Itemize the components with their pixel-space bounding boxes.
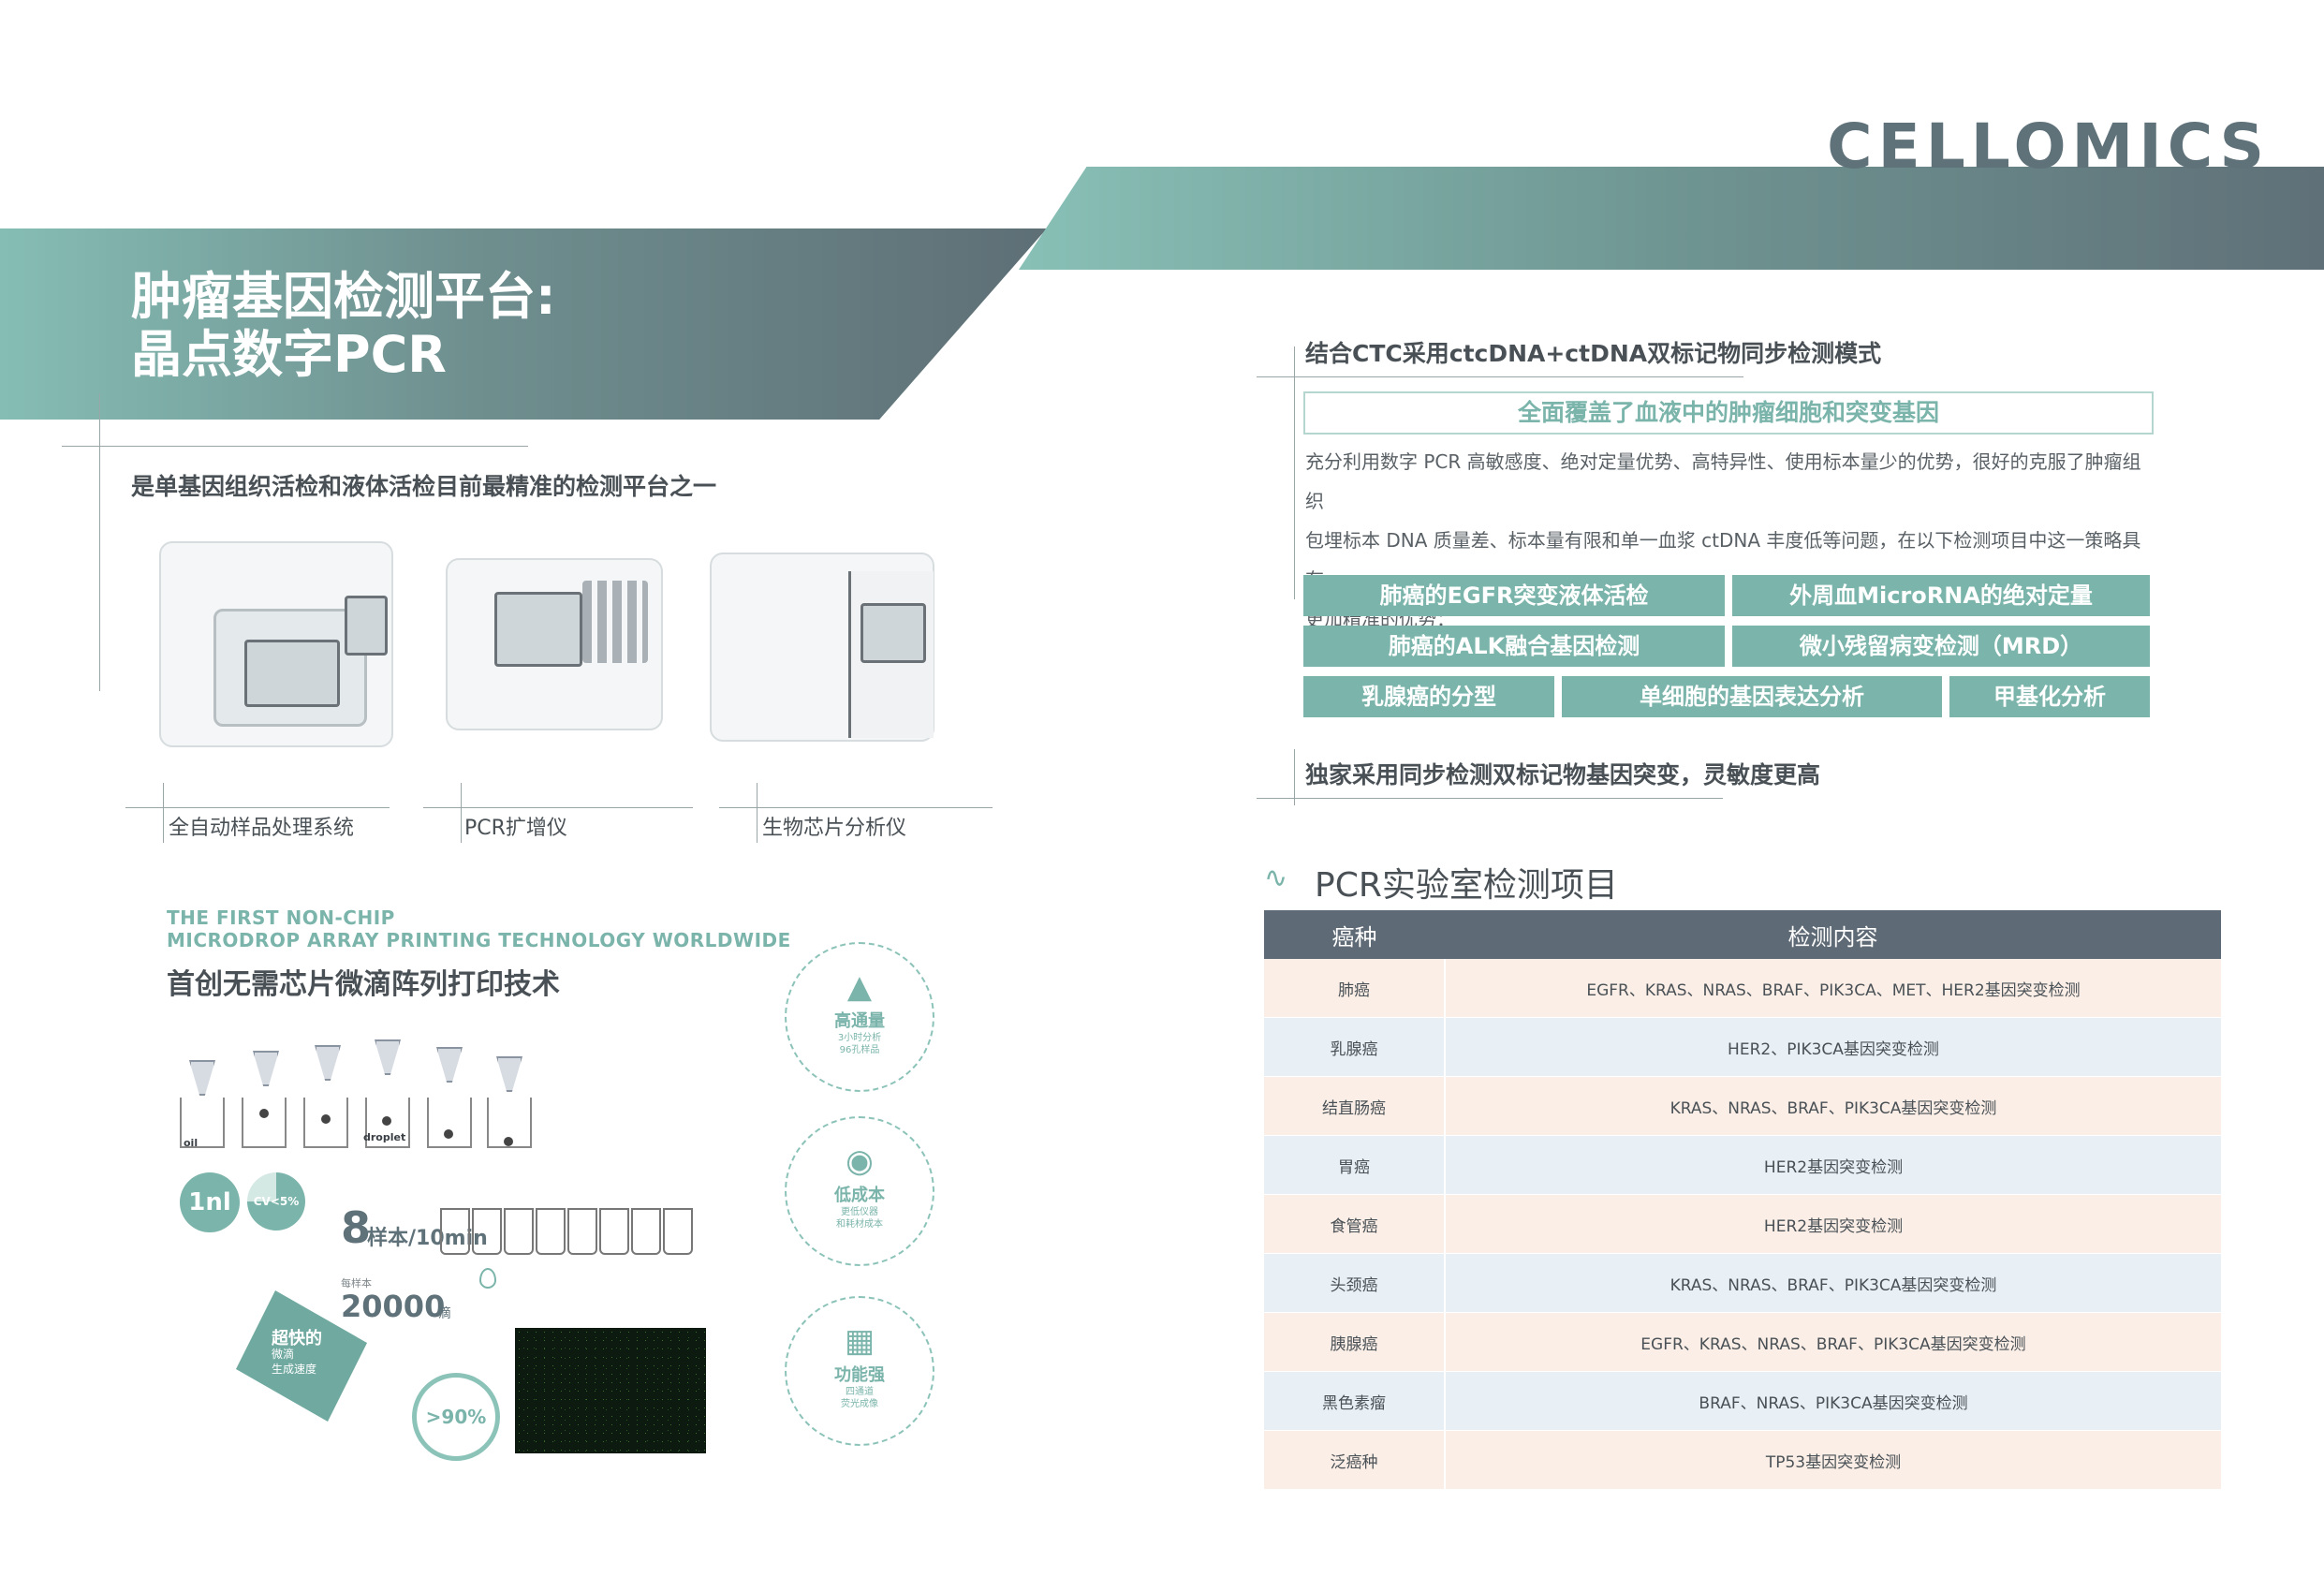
page-title-line1: 肿瘤基因检测平台:	[131, 267, 556, 326]
feature-powerful: ▦ 功能强 四通道 荧光成像	[785, 1296, 934, 1446]
per-sample-label: 每样本	[341, 1277, 372, 1290]
lab-section-title: PCR实验室检测项目	[1315, 866, 1618, 905]
col-header-cancer: 癌种	[1264, 910, 1445, 959]
grid-item: 微小残留病变检测（MRD）	[1732, 626, 2150, 667]
left-title-banner	[0, 228, 1047, 420]
grid-item: 甲基化分析	[1949, 676, 2150, 717]
right-heading-2: 独家采用同步检测双标记物基因突变，灵敏度更高	[1305, 761, 1821, 788]
table-row: 结直肠癌 KRAS、NRAS、BRAF、PIK3CA基因突变检测	[1264, 1076, 2221, 1136]
device-label-pcr: PCR扩增仪	[464, 817, 567, 840]
device-screen	[860, 603, 926, 663]
device-pcr-amplifier	[446, 558, 663, 730]
dna-icon: ∿	[1264, 862, 1288, 894]
device-label-biochip: 生物芯片分析仪	[762, 817, 907, 840]
signal-icon: ▦	[844, 1322, 875, 1360]
table-row: 肺癌 EGFR、KRAS、NRAS、BRAF、PIK3CA、MET、HER2基因…	[1264, 959, 2221, 1018]
feature-low-cost: ◉ 低成本 更低仪器 和耗材成本	[785, 1116, 934, 1266]
device-sample-processor	[159, 541, 393, 747]
table-row: 胃癌 HER2基因突变检测	[1264, 1135, 2221, 1195]
table-row: 黑色素瘤 BRAF、NRAS、PIK3CA基因突变检测	[1264, 1371, 2221, 1431]
device-screen	[244, 640, 340, 707]
device-label-sample-processor: 全自动样品处理系统	[169, 817, 355, 840]
droplet-diagram: oil droplet	[178, 1039, 534, 1152]
drops-unit: 滴	[438, 1306, 451, 1321]
cv-badge: CV<5%	[247, 1172, 305, 1231]
tech-chinese-heading: 首创无需芯片微滴阵列打印技术	[167, 968, 560, 1001]
table-row: 食管癌 HER2基因突变检测	[1264, 1194, 2221, 1254]
divider	[62, 446, 528, 447]
grid-item: 肺癌的ALK融合基因检测	[1303, 626, 1725, 667]
right-heading-1: 结合CTC采用ctcDNA+ctDNA双标记物同步检测模式	[1305, 340, 1882, 367]
speed-unit: 样本/10min	[367, 1227, 488, 1250]
tech-english-heading: THE FIRST NON-CHIP MICRODROP ARRAY PRINT…	[167, 906, 791, 951]
grid-item: 肺癌的EGFR突变液体活检	[1303, 575, 1725, 616]
table-header: 癌种 检测内容	[1264, 910, 2221, 959]
table-row: 乳腺癌 HER2、PIK3CA基因突变检测	[1264, 1017, 2221, 1077]
efficiency-gauge: >90%	[412, 1373, 500, 1461]
volume-badge: 1nl	[180, 1172, 240, 1232]
table-row: 泛癌种 TP53基因突变检测	[1264, 1430, 2221, 1490]
page-title: 肿瘤基因检测平台: 晶点数字PCR	[131, 268, 556, 384]
coins-icon: ◉	[846, 1142, 874, 1180]
grid-item: 单细胞的基因表达分析	[1562, 676, 1942, 717]
feature-high-throughput: ▲ 高通量 3小时分析 96孔样品	[785, 942, 934, 1092]
tube-row	[440, 1208, 721, 1264]
table-row: 胰腺癌 EGFR、KRAS、NRAS、BRAF、PIK3CA基因突变检测	[1264, 1312, 2221, 1372]
grid-item: 外周血MicroRNA的绝对定量	[1732, 575, 2150, 616]
highlight-box: 全面覆盖了血液中的肿瘤细胞和突变基因	[1303, 391, 2154, 435]
grid-item: 乳腺癌的分型	[1303, 676, 1554, 717]
table-row: 头颈癌 KRAS、NRAS、BRAF、PIK3CA基因突变检测	[1264, 1253, 2221, 1313]
droplet-icon	[479, 1268, 496, 1289]
col-header-content: 检测内容	[1445, 910, 2221, 959]
right-top-banner	[1019, 167, 2324, 270]
brand-logo: CELLOMICS	[1827, 111, 2270, 183]
drops-number: 20000	[341, 1289, 446, 1324]
speed-highlight-text: 超快的 微滴 生成速度	[272, 1329, 322, 1377]
page-title-line2: 晶点数字PCR	[131, 325, 447, 384]
speed-number: 8	[341, 1202, 372, 1253]
device-screen	[494, 592, 582, 667]
left-subtitle: 是单基因组织活检和液体活检目前最精准的检测平台之一	[131, 473, 717, 500]
rocket-icon: ▲	[846, 968, 873, 1006]
detection-table: 癌种 检测内容 肺癌 EGFR、KRAS、NRAS、BRAF、PIK3CA、ME…	[1264, 910, 2221, 1490]
fluorescence-image	[515, 1328, 706, 1453]
divider	[99, 393, 100, 691]
device-screen	[345, 596, 388, 656]
keypad	[582, 581, 648, 663]
device-biochip-analyzer	[710, 553, 934, 742]
